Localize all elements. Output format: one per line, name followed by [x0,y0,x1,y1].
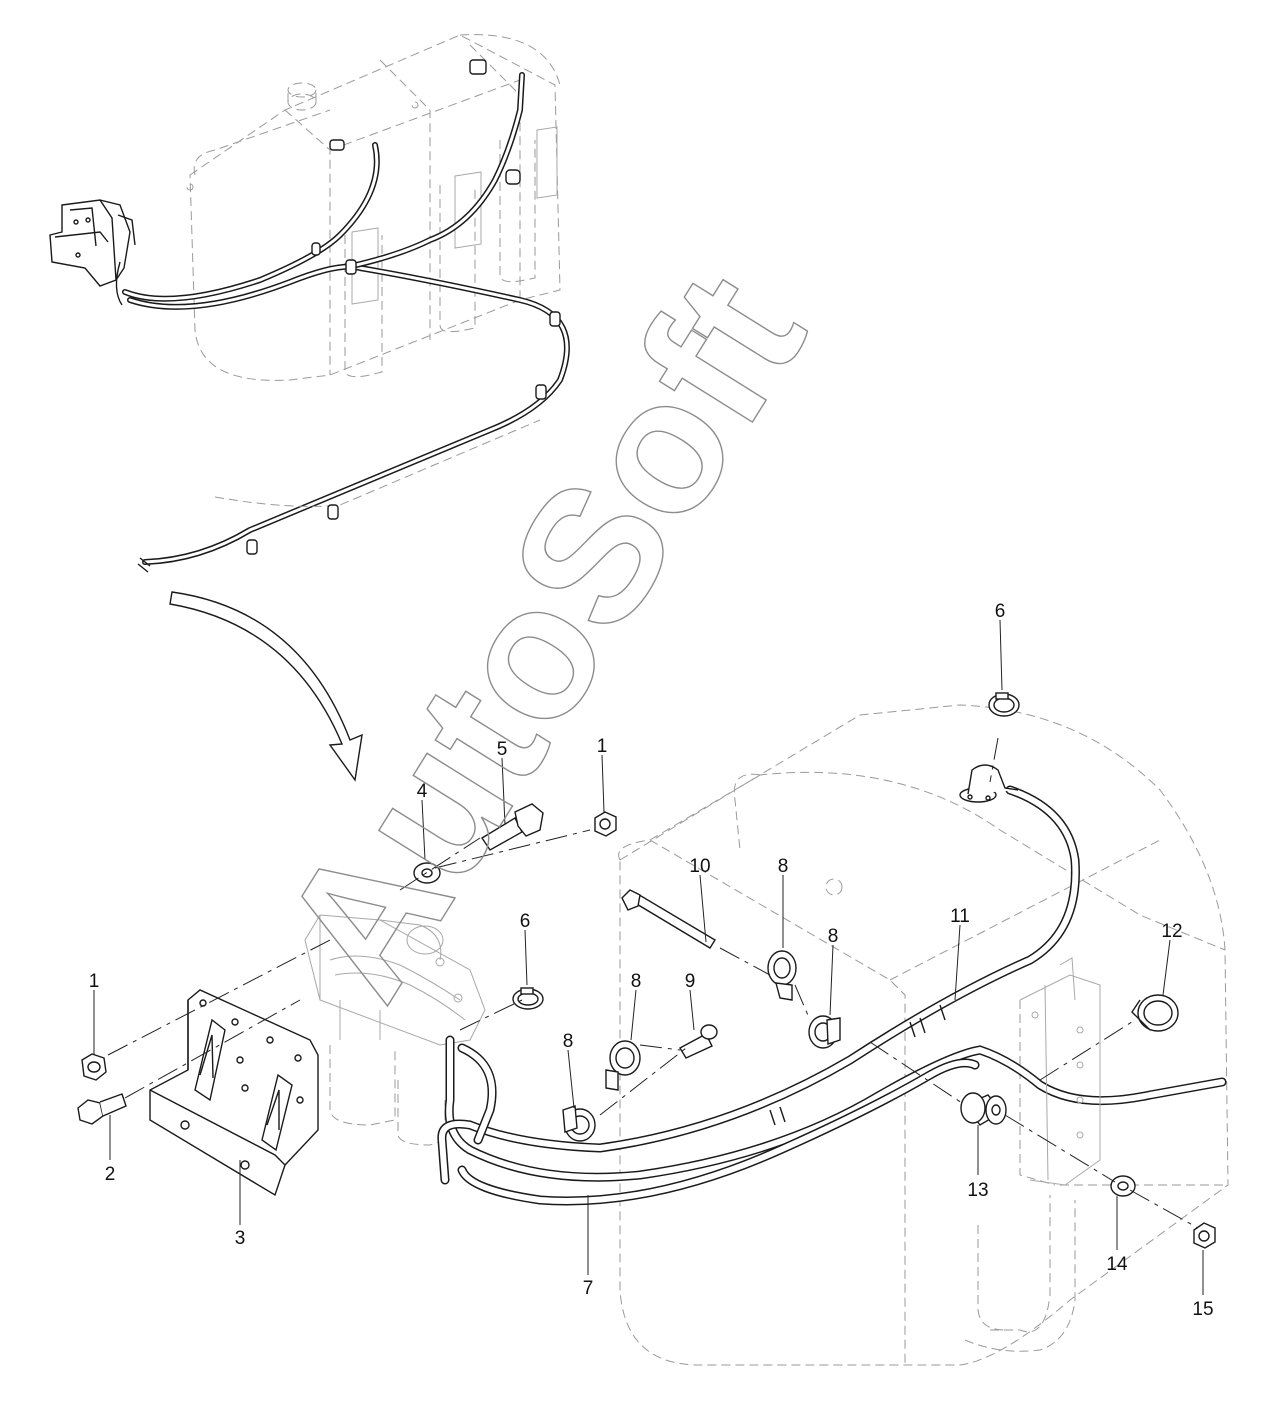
overview-filter-bracket [49,199,136,306]
callout-13: 13 [967,1180,988,1201]
part-14-washer [1110,1175,1136,1197]
part-8-clamp-b [808,1015,841,1049]
callout-7: 7 [583,1278,594,1299]
callout-9: 9 [685,971,696,992]
watermark: AutoSoft [239,239,845,1033]
overview-hoses [122,59,570,573]
detail-assembly [77,619,1229,1366]
callout-6-mid: 6 [520,911,531,932]
callout-4: 4 [417,781,428,802]
callout-labels: 1 1 2 3 4 5 6 6 7 8 8 8 8 9 10 11 12 13 … [89,601,1214,1320]
hose-assembly [437,764,1227,1206]
part-1-nut-left [81,1053,107,1081]
callout-6-top: 6 [995,601,1006,622]
part-5-bolt [481,803,544,851]
callout-8-b: 8 [828,926,839,947]
callout-1-left: 1 [89,971,100,992]
callout-1-top: 1 [597,736,608,757]
part-1-nut-top [594,811,617,837]
callout-8-d: 8 [563,1031,574,1052]
callout-8-a: 8 [778,856,789,877]
callout-2: 2 [105,1164,116,1185]
callout-11: 11 [950,906,970,927]
callout-10: 10 [689,856,710,877]
overview-fuel-tank [186,34,561,381]
zoom-arrow [169,591,363,782]
callout-5: 5 [497,739,508,760]
leader-lines [93,619,1204,1295]
part-12-grommet [1131,994,1179,1032]
part-6-hose-clamp-top [988,692,1020,717]
part-8-clamp-d [562,1105,596,1142]
svg-text:AutoSoft: AutoSoft [240,239,845,1031]
part-8-clamp-c [605,1040,641,1091]
part-6-hose-clamp-mid [512,987,544,1010]
part-15-nut [1193,1222,1216,1249]
callout-3: 3 [235,1228,246,1249]
part-8-clamp-a [767,950,797,1001]
part-2-bolt [77,1093,127,1125]
callout-8-c: 8 [631,971,642,992]
fuel-filter-head [304,914,486,1046]
tank-strap-bracket [1019,957,1101,1186]
callout-14: 14 [1106,1254,1128,1275]
part-13-spacer [960,1092,1007,1126]
overview-assembly [49,34,570,573]
callout-12: 12 [1161,921,1182,942]
callout-15: 15 [1192,1299,1213,1320]
part-3-mounting-bracket [149,989,319,1197]
part-9-bolt [679,1024,718,1059]
assembly-axes [107,737,1199,1229]
part-10-long-bolt [621,889,716,949]
